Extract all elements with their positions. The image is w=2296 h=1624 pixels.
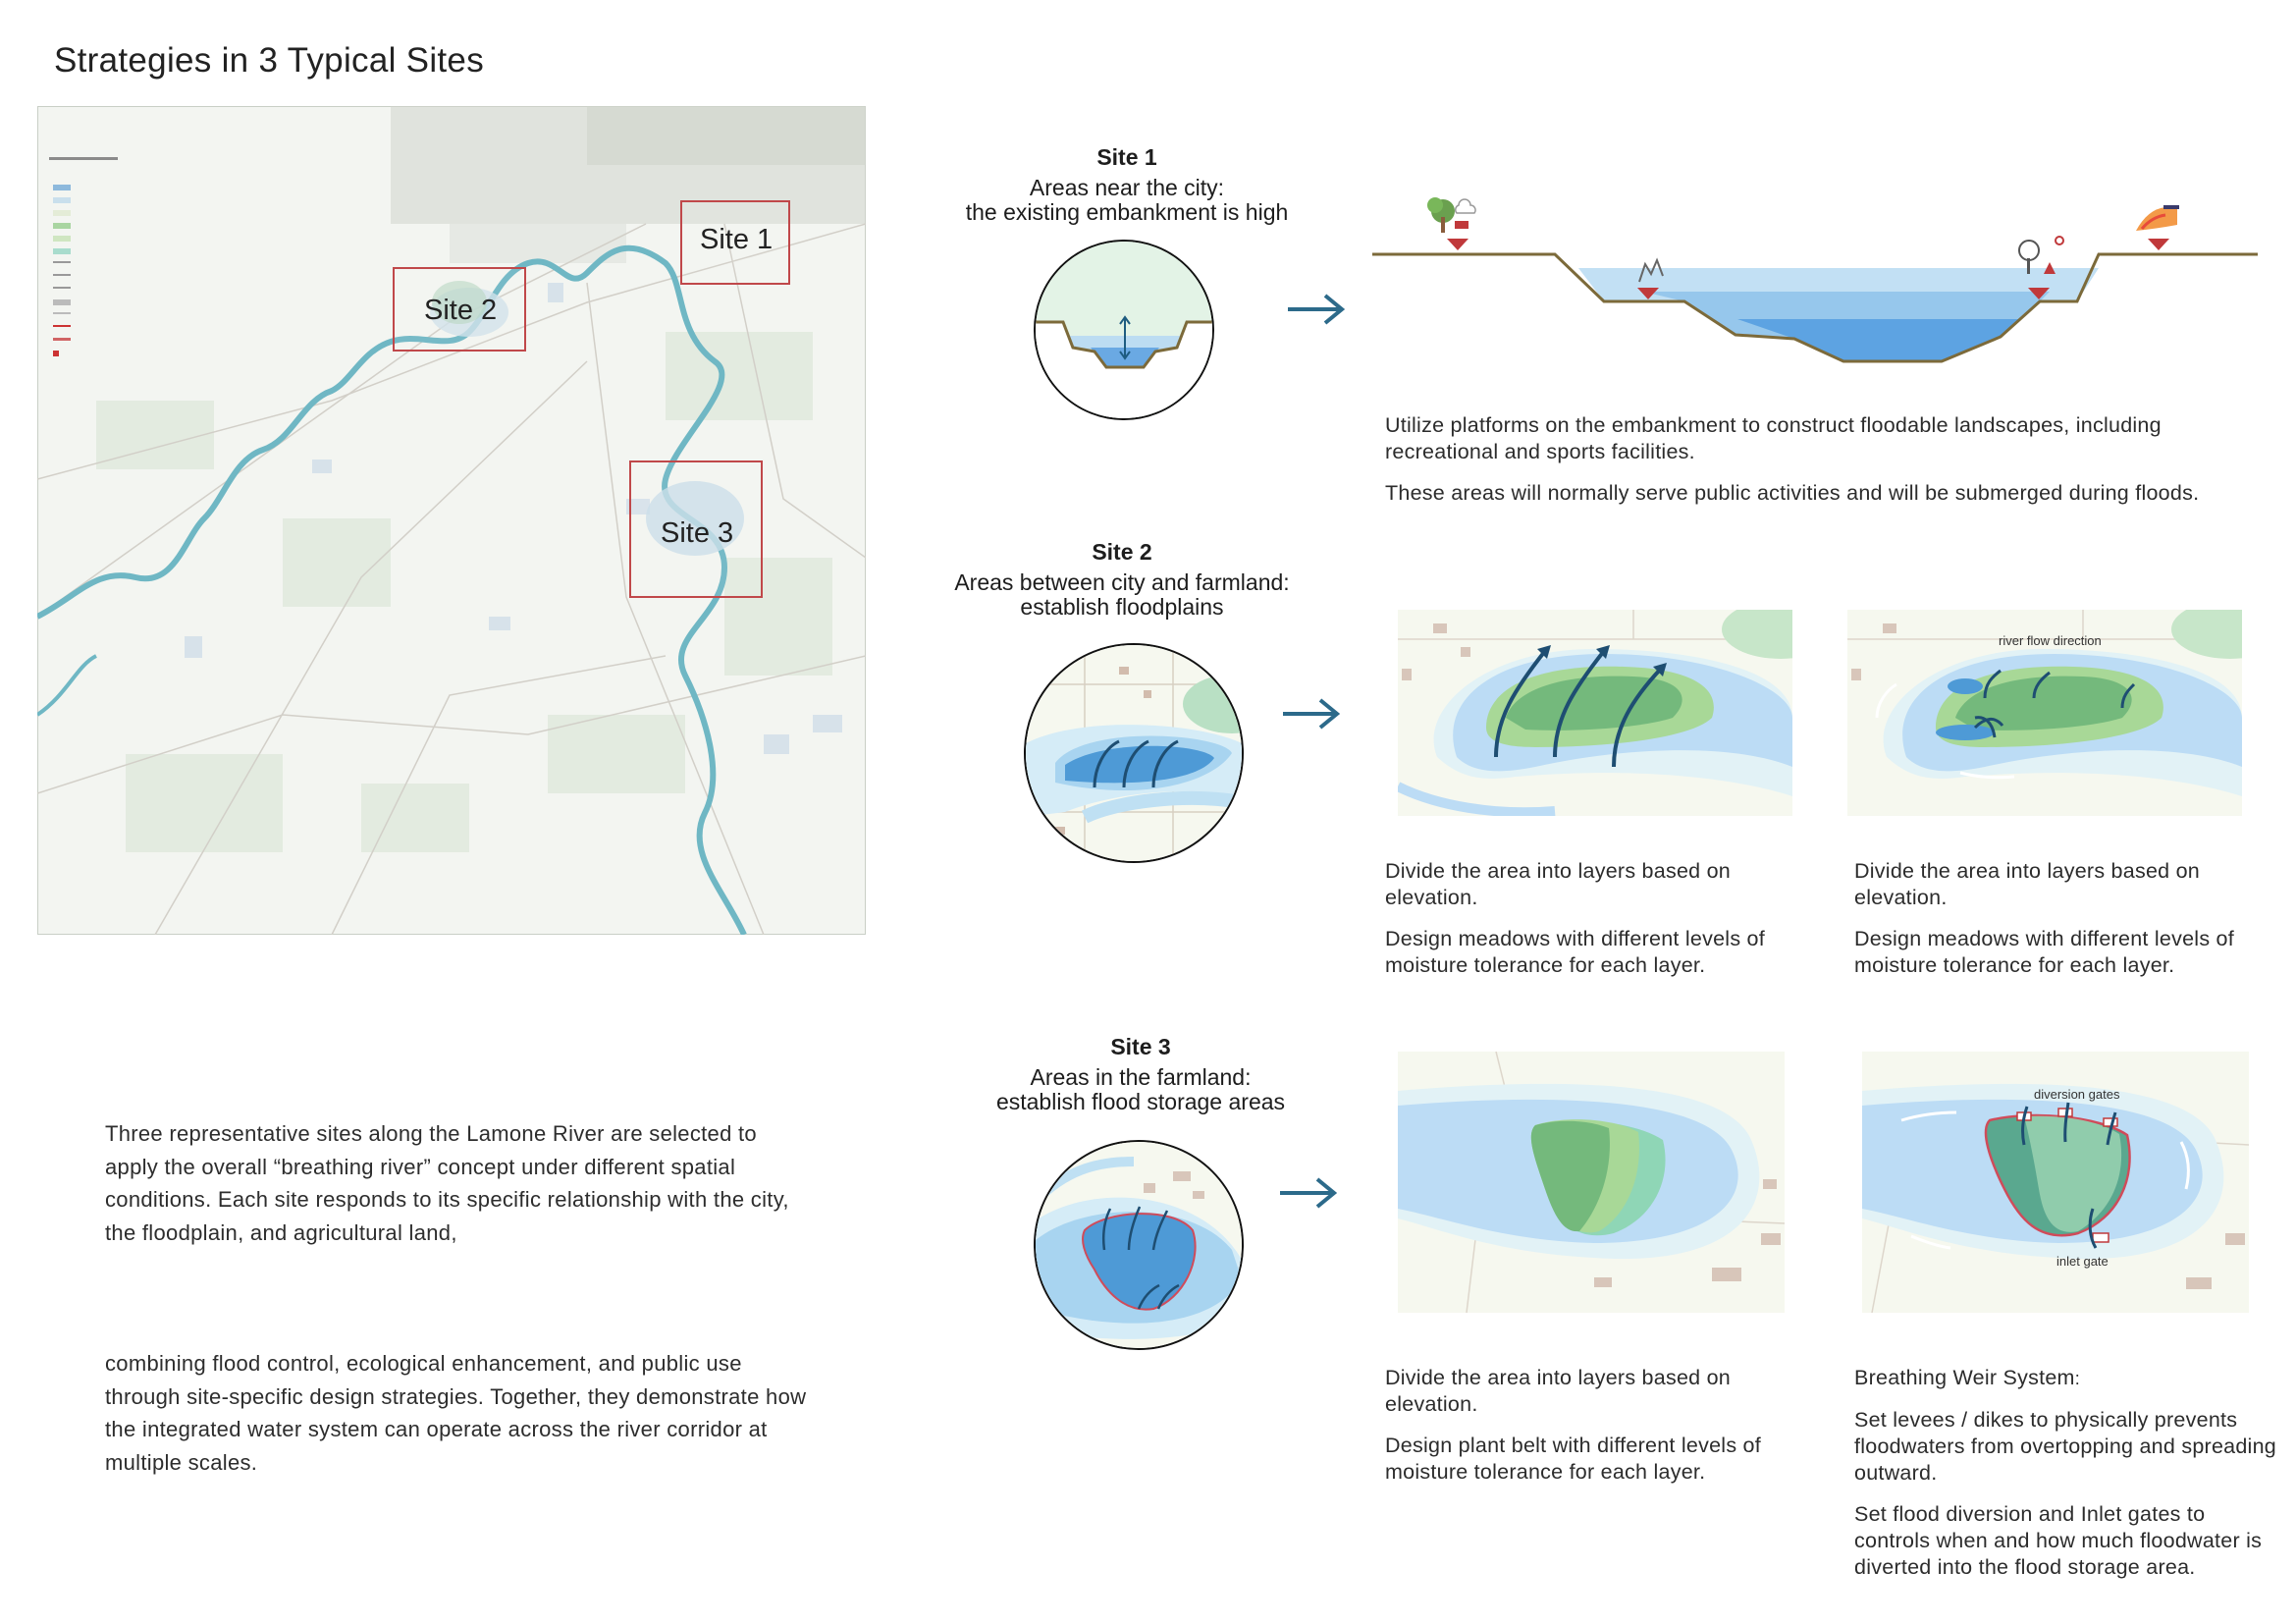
site-2-layers-diagram: [1398, 610, 1792, 816]
site-2-right-description: Divide the area into layers based on ele…: [1854, 858, 2267, 994]
site-2-circle-diagram: [1024, 643, 1244, 863]
site-2-left-description: Divide the area into layers based on ele…: [1385, 858, 1797, 994]
inlet-gate-label: inlet gate: [2056, 1254, 2109, 1269]
site-1-heading-line2: the existing embankment is high: [965, 199, 1289, 225]
site-2-right-desc-2: Design meadows with different levels of …: [1854, 927, 2234, 977]
site-1-desc-2: These areas will normally serve public a…: [1385, 481, 2200, 505]
site-2-map-label: Site 2: [424, 295, 498, 326]
site-3-left-desc-2: Design plant belt with different levels …: [1385, 1434, 1761, 1484]
site-1-desc-1: Utilize platforms on the embankment to c…: [1385, 413, 2162, 463]
breathing-weir-title: Breathing Weir System: [1854, 1366, 2075, 1389]
site-3-right-description: Breathing Weir System: Set levees / dike…: [1854, 1365, 2276, 1596]
site-1-circle-diagram: [1034, 240, 1214, 420]
site-3-arrow-icon: [1280, 1177, 1338, 1209]
site-2-right-desc-1: Divide the area into layers based on ele…: [1854, 859, 2201, 909]
site-2-left-desc-2: Design meadows with different levels of …: [1385, 927, 1765, 977]
site-3-heading-line1: Areas in the farmland:: [1030, 1064, 1252, 1090]
site-1-description: Utilize platforms on the embankment to c…: [1385, 412, 2249, 521]
site-2-left-desc-1: Divide the area into layers based on ele…: [1385, 859, 1732, 909]
site-2-heading-line2: establish floodplains: [1020, 594, 1224, 620]
diversion-gates-label: diversion gates: [2034, 1087, 2120, 1102]
intro-paragraph-2: combining flood control, ecological enha…: [105, 1351, 807, 1475]
site-3-left-description: Divide the area into layers based on ele…: [1385, 1365, 1797, 1500]
site-3-left-desc-1: Divide the area into layers based on ele…: [1385, 1366, 1732, 1416]
site-2-flow-diagram: river flow direction: [1847, 610, 2242, 816]
site-2-heading-line1: Areas between city and farmland:: [954, 569, 1290, 595]
site-2-number: Site 2: [1092, 539, 1152, 565]
site-2-arrow-icon: [1283, 698, 1341, 730]
breathing-weir-title-suffix: :: [2074, 1369, 2080, 1388]
site-1-arrow-icon: [1288, 294, 1346, 325]
site-3-weir-diagram: diversion gates inlet gate: [1862, 1052, 2249, 1313]
site-3-right-desc-2: Set flood diversion and Inlet gates to c…: [1854, 1502, 2263, 1579]
site-3-frame: Site 3: [629, 460, 763, 598]
site-2-frame: Site 2: [393, 267, 526, 352]
page-title: Strategies in 3 Typical Sites: [54, 41, 484, 80]
site-1-frame: Site 1: [680, 200, 790, 285]
site-3-heading-line2: establish flood storage areas: [995, 1089, 1286, 1114]
site-3-circle-diagram: [1034, 1140, 1244, 1350]
site-3-number: Site 3: [1110, 1034, 1171, 1059]
site-3-layers-diagram: [1398, 1052, 1785, 1313]
site-3-right-desc-1: Set levees / dikes to physically prevent…: [1854, 1408, 2277, 1485]
site-1-section-diagram: [1372, 197, 2258, 368]
site-2-heading: Site 2 Areas between city and farmland: …: [926, 540, 1318, 620]
site-1-heading: Site 1 Areas near the city: the existing…: [931, 145, 1323, 225]
site-1-heading-line1: Areas near the city:: [1029, 175, 1225, 200]
site-1-number: Site 1: [1096, 144, 1157, 170]
site-map: Site 1 Site 2 Site 3: [35, 105, 867, 937]
river-flow-direction-label: river flow direction: [1999, 633, 2102, 648]
site-3-heading: Site 3 Areas in the farmland: establish …: [944, 1035, 1337, 1114]
map-illustration: [35, 105, 867, 937]
site-1-map-label: Site 1: [700, 224, 774, 255]
intro-paragraph-1: Three representative sites along the Lam…: [105, 1121, 789, 1245]
site-3-right-title: Breathing Weir System:: [1854, 1365, 2276, 1392]
site-3-map-label: Site 3: [661, 517, 734, 549]
